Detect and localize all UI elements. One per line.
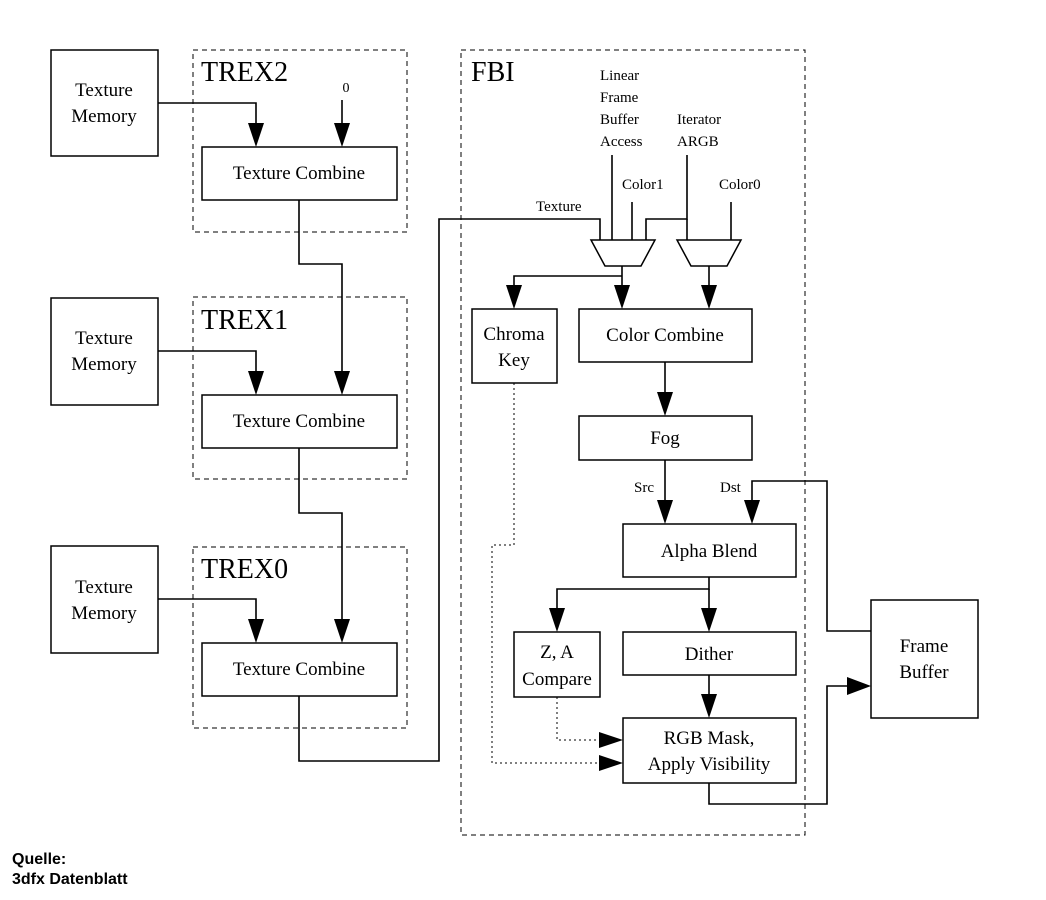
svg-text:Apply Visibility: Apply Visibility xyxy=(648,754,771,775)
texture-combine-trex0: Texture Combine xyxy=(201,642,398,697)
svg-text:Texture: Texture xyxy=(75,80,133,101)
trex1-title: TREX1 xyxy=(201,305,288,336)
rgb-mask-box: RGB Mask, Apply Visibility xyxy=(622,717,797,784)
fbi-wiring xyxy=(506,266,871,805)
mux-inputs xyxy=(611,155,732,240)
svg-text:Z, A: Z, A xyxy=(540,642,574,663)
trex0-title: TREX0 xyxy=(201,554,288,585)
texture-input-label: Texture xyxy=(536,199,582,215)
color0-label: Color0 xyxy=(719,177,761,193)
texture-combine-trex1: Texture Combine xyxy=(201,394,398,449)
fbi-frame xyxy=(460,49,806,836)
svg-text:Access: Access xyxy=(600,134,643,150)
texture-memory-trex2: Texture Memory xyxy=(50,49,159,157)
mux-left xyxy=(589,239,657,267)
svg-text:Iterator: Iterator xyxy=(677,112,721,128)
dotted-control-lines xyxy=(491,383,623,771)
src-label: Src xyxy=(634,480,654,496)
mux-right xyxy=(675,239,743,267)
svg-text:Frame: Frame xyxy=(600,90,639,106)
iterator-argb-label: Iterator ARGB xyxy=(677,112,721,150)
svg-text:Buffer: Buffer xyxy=(600,112,639,128)
color1-label: Color1 xyxy=(622,177,664,193)
frame-buffer-box: Frame Buffer xyxy=(870,599,979,719)
source-name: 3dfx Datenblatt xyxy=(12,871,128,888)
svg-text:Buffer: Buffer xyxy=(899,662,949,683)
fog-box: Fog xyxy=(578,415,753,461)
svg-text:Texture Combine: Texture Combine xyxy=(233,659,365,680)
color-combine-box: Color Combine xyxy=(578,308,753,363)
dither-box: Dither xyxy=(622,631,797,676)
texture-combine-trex2: Texture Combine xyxy=(201,146,398,201)
lfb-access-label: Linear Frame Buffer Access xyxy=(600,68,643,150)
fbi-title: FBI xyxy=(471,57,515,88)
svg-text:Alpha Blend: Alpha Blend xyxy=(661,541,758,562)
alpha-blend-box: Alpha Blend xyxy=(622,523,797,578)
svg-text:Frame: Frame xyxy=(900,636,949,657)
svg-text:Color Combine: Color Combine xyxy=(606,325,724,346)
svg-text:Memory: Memory xyxy=(71,603,137,624)
source-label: Quelle: xyxy=(12,851,67,868)
svg-text:Texture: Texture xyxy=(75,577,133,598)
dst-label: Dst xyxy=(720,480,742,496)
svg-text:Texture Combine: Texture Combine xyxy=(233,411,365,432)
svg-text:Chroma: Chroma xyxy=(483,324,545,345)
svg-text:Memory: Memory xyxy=(71,106,137,127)
svg-text:Memory: Memory xyxy=(71,354,137,375)
chroma-key-box: Chroma Key xyxy=(471,308,558,384)
svg-text:Dither: Dither xyxy=(685,644,734,665)
svg-text:Compare: Compare xyxy=(522,669,592,690)
svg-text:Linear: Linear xyxy=(600,68,639,84)
svg-text:ARGB: ARGB xyxy=(677,134,719,150)
svg-text:Texture Combine: Texture Combine xyxy=(233,163,365,184)
source-caption: Quelle: 3dfx Datenblatt xyxy=(12,850,128,890)
texture-memory-trex1: Texture Memory xyxy=(50,297,159,406)
zero-input-label: 0 xyxy=(343,81,350,96)
texture-memory-trex0: Texture Memory xyxy=(50,545,159,654)
svg-text:Fog: Fog xyxy=(650,428,680,449)
trex-wiring xyxy=(158,100,601,762)
svg-text:RGB Mask,: RGB Mask, xyxy=(664,728,755,749)
svg-text:Key: Key xyxy=(498,350,530,371)
z-compare-box: Z, A Compare xyxy=(513,631,601,698)
svg-text:Texture: Texture xyxy=(75,328,133,349)
trex2-title: TREX2 xyxy=(201,57,288,88)
